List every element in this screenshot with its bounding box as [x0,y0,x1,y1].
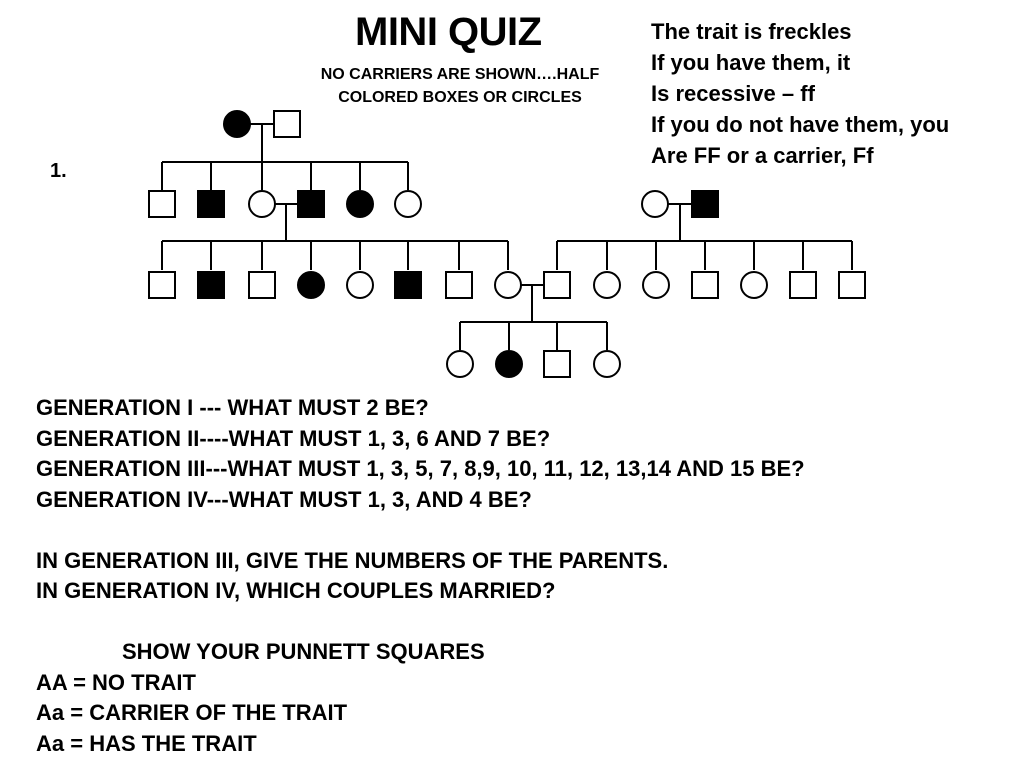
question-generation-4: GENERATION IV---WHAT MUST 1, 3, AND 4 BE… [36,486,532,512]
subtitle-line-2: COLORED BOXES OR CIRCLES [338,89,582,106]
key-has-trait: Aa = HAS THE TRAIT [36,730,257,756]
generation-3-male-square-6 [394,271,422,299]
generation-3-male-square-3 [248,271,276,299]
generation-3-male-square-12 [691,271,719,299]
generation-3-male-square-14 [789,271,817,299]
question-parents: IN GENERATION III, GIVE THE NUMBERS OF T… [36,547,669,573]
generation-2-female-circle-5 [346,190,374,218]
note-line-2: If you have them, it [651,50,851,75]
subtitle: NO CARRIERS ARE SHOWN….HALF COLORED BOXE… [280,63,640,109]
generation-3-female-circle-5 [346,271,374,299]
generation-4-female-circle-2 [495,350,523,378]
blank-line [36,515,805,546]
key-no-trait: AA = NO TRAIT [36,669,196,695]
generation-2-female-circle-6 [394,190,422,218]
generation-3-female-circle-8 [494,271,522,299]
generation-4-female-circle-1 [446,350,474,378]
generation-4-male-square-3 [543,350,571,378]
generation-2-male-square-2 [197,190,225,218]
key-carrier: Aa = CARRIER OF THE TRAIT [36,700,348,725]
subtitle-line-1: NO CARRIERS ARE SHOWN….HALF [320,66,600,83]
question-generation-3: GENERATION III---WHAT MUST 1, 3, 5, 7, 8… [36,456,805,481]
quiz-title: MINI QUIZ [355,10,542,54]
generation-1-male-square-2 [273,110,301,138]
generation-2-female-circle-3 [248,190,276,218]
trait-notes: The trait is freckles If you have them, … [651,16,949,171]
punnett-instruction: SHOW YOUR PUNNETT SQUARES [122,639,485,664]
question-married: IN GENERATION IV, WHICH COUPLES MARRIED? [36,578,556,603]
generation-3-female-circle-13 [740,271,768,299]
generation-3-male-square-7 [445,271,473,299]
note-line-4: If you do not have them, you [651,112,950,137]
generation-1-female-circle-1 [223,110,251,138]
pedigree-number: 1. [50,160,67,182]
generation-3-male-square-15 [838,271,866,299]
question-generation-2: GENERATION II----WHAT MUST 1, 3, 6 AND 7… [36,425,551,451]
generation-3-female-circle-11 [642,271,670,299]
blank-line [36,607,805,638]
generation-3-female-circle-10 [593,271,621,299]
note-line-5: Are FF or a carrier, Ff [651,143,874,168]
generation-3-female-circle-4 [297,271,325,299]
note-line-3: Is recessive – ff [651,81,815,106]
outside-couple-female-circle-1 [641,190,669,218]
pedigree-symbols [148,110,866,378]
pedigree-lines [161,123,853,350]
generation-3-male-square-9 [543,271,571,299]
generation-3-male-square-2 [197,271,225,299]
note-line-1: The trait is freckles [651,19,852,44]
question-generation-1: GENERATION I --- WHAT MUST 2 BE? [36,395,429,420]
question-list: GENERATION I --- WHAT MUST 2 BE? GENERAT… [36,393,805,759]
pedigree-chart [148,110,866,378]
generation-4-female-circle-4 [593,350,621,378]
generation-3-male-square-1 [148,271,176,299]
outside-couple-male-square-2 [691,190,719,218]
generation-2-male-square-1 [148,190,176,218]
generation-2-male-square-4 [297,190,325,218]
